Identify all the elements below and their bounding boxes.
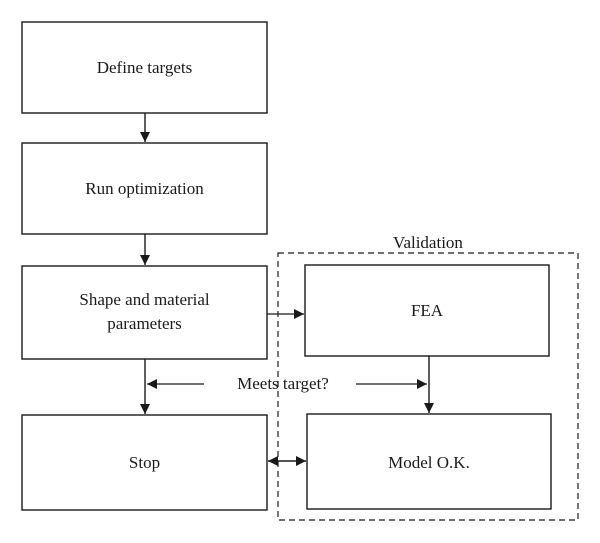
box-run-optimization-label: Run optimization (85, 179, 204, 198)
box-stop: Stop (21, 414, 268, 511)
box-shape-material-label-line2: parameters (107, 314, 182, 333)
box-define-targets: Define targets (21, 21, 268, 114)
box-stop-label: Stop (129, 453, 160, 472)
validation-group-border (277, 252, 579, 521)
box-model-ok-label: Model O.K. (388, 453, 470, 472)
box-shape-material-label-line1: Shape and material (79, 290, 210, 309)
decision-label: Meets target? (237, 374, 329, 393)
box-define-targets-label: Define targets (97, 58, 193, 77)
box-shape-material-parameters: Shape and material parameters (21, 265, 268, 360)
box-run-optimization: Run optimization (21, 142, 268, 235)
box-fea: FEA (304, 264, 550, 357)
validation-group-label: Validation (393, 233, 463, 252)
box-fea-label: FEA (411, 301, 444, 320)
box-model-ok: Model O.K. (306, 413, 552, 510)
